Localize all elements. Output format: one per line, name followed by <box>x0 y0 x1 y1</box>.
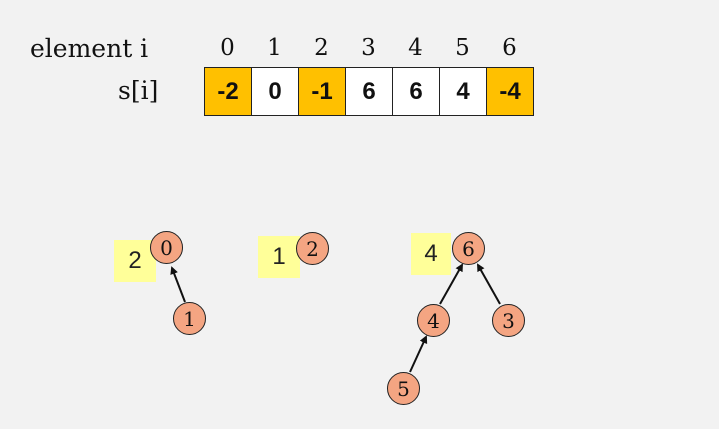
edge-5-to-4 <box>409 335 428 373</box>
array-cell: 6 <box>393 68 440 115</box>
array-cell: -4 <box>487 68 533 115</box>
tree-node: 5 <box>387 372 420 405</box>
tree-node-root: 2 <box>296 232 329 265</box>
index-label: 1 <box>267 35 282 61</box>
index-label: 3 <box>361 35 376 61</box>
tree-node: 1 <box>173 302 206 335</box>
parent-array: -2 0 -1 6 6 4 -4 <box>204 67 534 116</box>
size-tag: 2 <box>114 240 156 282</box>
edge-4-to-6 <box>439 263 463 305</box>
tree-node: 4 <box>417 304 450 337</box>
index-label: 0 <box>220 35 235 61</box>
index-label: 2 <box>314 35 329 61</box>
tree-node: 3 <box>492 304 525 337</box>
index-label: 5 <box>455 35 470 61</box>
array-cell: -2 <box>205 68 252 115</box>
array-cell: 6 <box>346 68 393 115</box>
tree-node-root: 0 <box>150 231 183 264</box>
tree-node-root: 6 <box>452 232 485 265</box>
edge-1-to-0 <box>170 266 186 303</box>
index-label: 4 <box>408 35 423 61</box>
size-tag: 4 <box>411 233 451 275</box>
array-cell: 4 <box>440 68 487 115</box>
array-cell: 0 <box>252 68 299 115</box>
index-label: 6 <box>502 35 517 61</box>
size-tag: 1 <box>258 236 300 278</box>
s-row-label: s[i] <box>118 76 159 105</box>
element-row-label: element i <box>30 34 149 63</box>
array-cell: -1 <box>299 68 346 115</box>
edge-3-to-6 <box>477 263 501 305</box>
